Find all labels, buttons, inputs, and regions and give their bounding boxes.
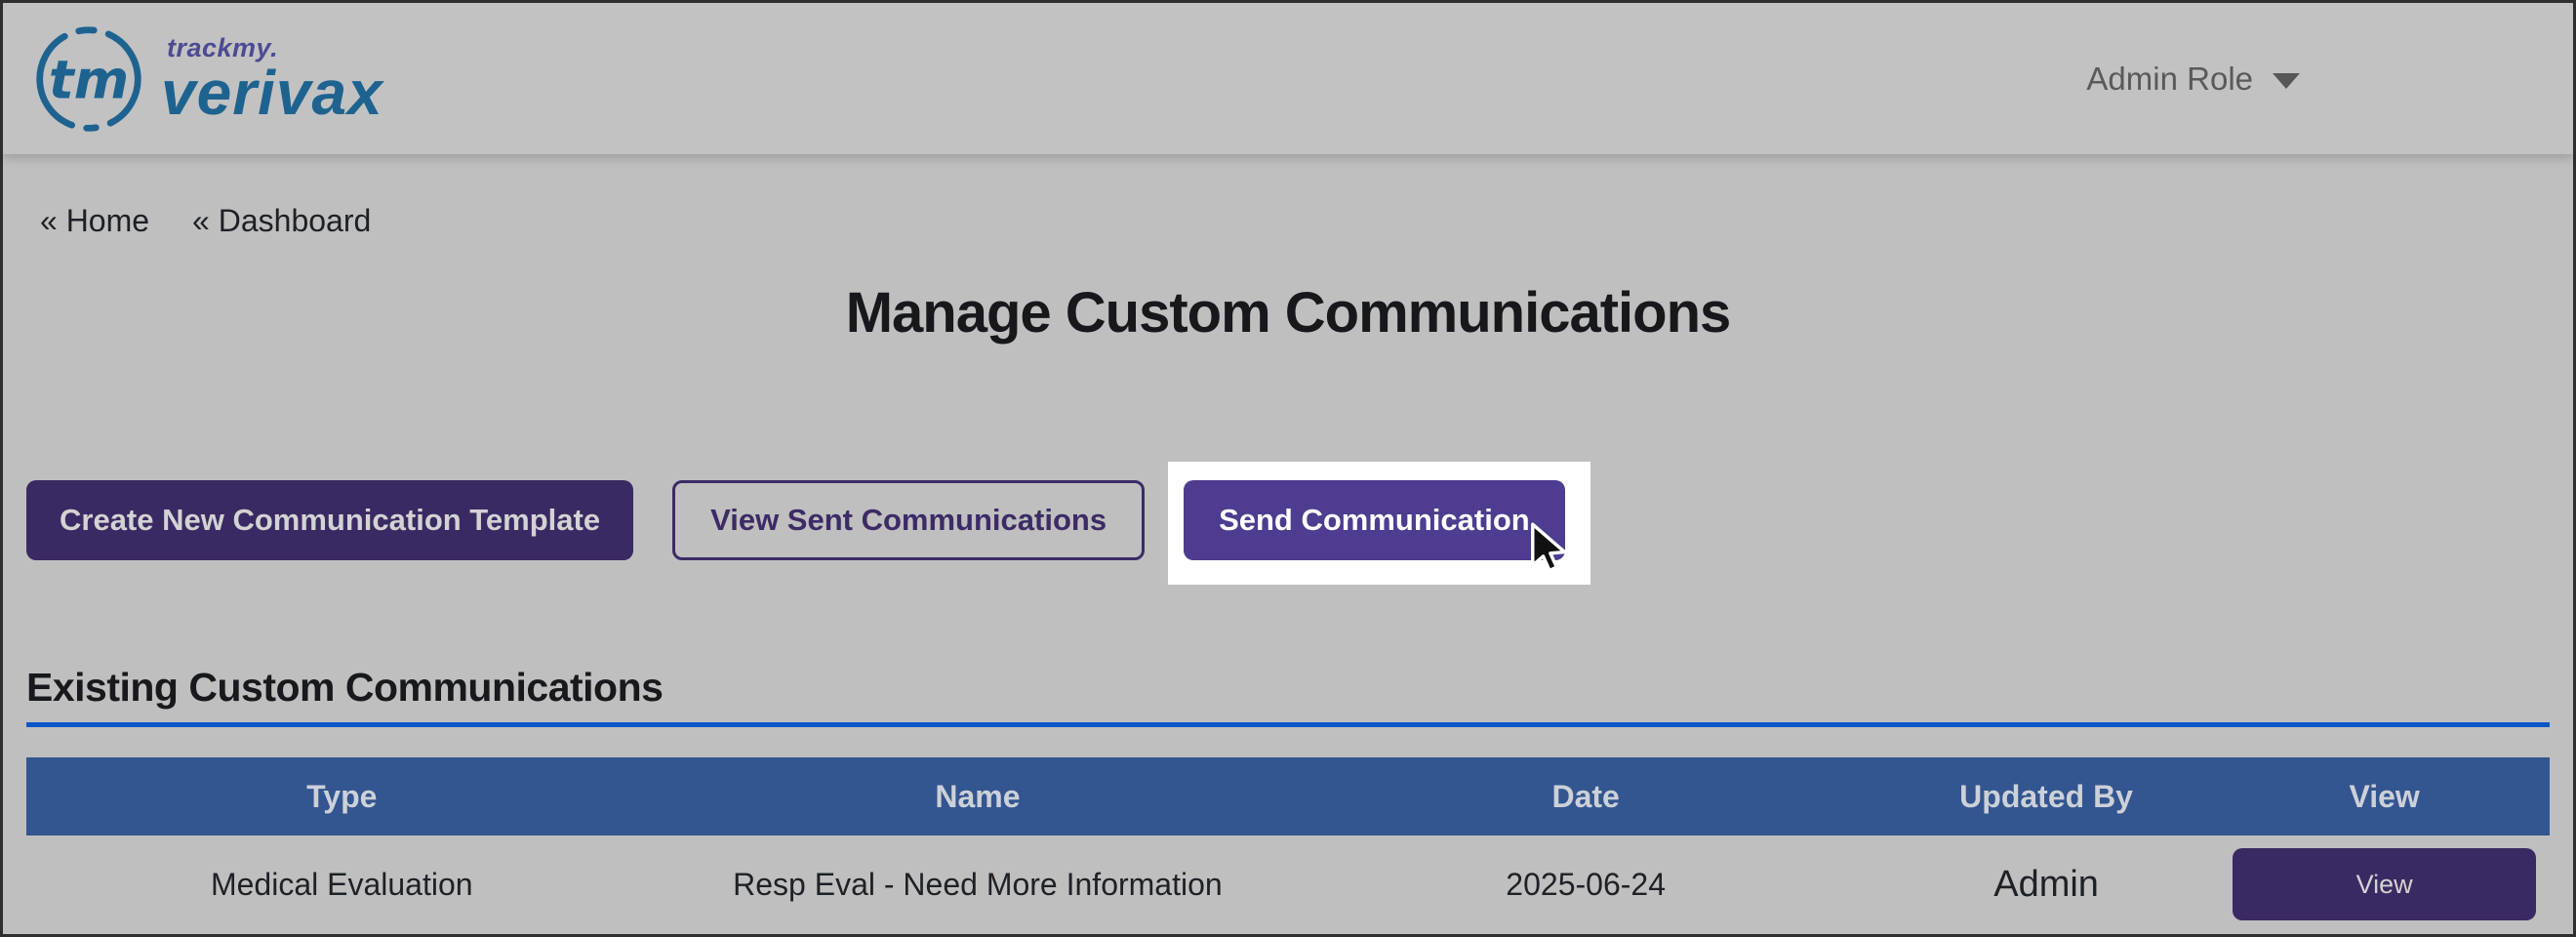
cell-type: Medical Evaluation bbox=[210, 866, 473, 902]
trackmy-monogram-icon: tm bbox=[36, 25, 141, 132]
section-divider bbox=[26, 722, 2550, 727]
view-sent-communications-button[interactable]: View Sent Communications bbox=[672, 480, 1146, 560]
cell-date: 2025-06-24 bbox=[1506, 866, 1666, 902]
send-communication-button[interactable]: Send Communication bbox=[1184, 480, 1565, 560]
table-row: Medical Evaluation Resp Eval - Need More… bbox=[26, 835, 2550, 933]
breadcrumb-home[interactable]: « Home bbox=[40, 203, 150, 238]
cell-name: Resp Eval - Need More Information bbox=[733, 866, 1223, 902]
breadcrumb-dashboard[interactable]: « Dashboard bbox=[192, 203, 372, 238]
column-header-type: Type bbox=[26, 757, 658, 835]
breadcrumb: « Home « Dashboard bbox=[26, 203, 2550, 239]
table-header: Type Name Date Updated By View bbox=[26, 757, 2550, 835]
create-template-button[interactable]: Create New Communication Template bbox=[26, 480, 634, 560]
section-heading: Existing Custom Communications bbox=[26, 665, 664, 710]
mouse-cursor-icon bbox=[1530, 522, 1566, 573]
brand-trackmy-label: trackmy. bbox=[167, 33, 279, 62]
brand-logo[interactable]: tm trackmy. verivax bbox=[32, 22, 383, 136]
send-communication-highlight: Send Communication bbox=[1168, 462, 1590, 585]
cell-view: View bbox=[2219, 835, 2550, 933]
main-content: « Home « Dashboard Manage Custom Communi… bbox=[3, 203, 2573, 933]
communications-table: Type Name Date Updated By View Medical E… bbox=[26, 757, 2550, 933]
action-button-row: Create New Communication Template View S… bbox=[26, 462, 2550, 585]
brand-wordmark: trackmy. verivax bbox=[161, 33, 383, 124]
page-title: Manage Custom Communications bbox=[845, 281, 1732, 345]
cell-updated-by: Admin bbox=[1993, 863, 2099, 905]
brand-verivax-label: verivax bbox=[161, 58, 383, 128]
column-header-date: Date bbox=[1298, 757, 1873, 835]
chevron-down-icon bbox=[2273, 72, 2300, 89]
top-navbar: tm trackmy. verivax Admin Role bbox=[3, 3, 2573, 154]
role-dropdown[interactable]: Admin Role bbox=[2086, 61, 2300, 98]
svg-text:tm: tm bbox=[49, 49, 129, 110]
role-dropdown-label: Admin Role bbox=[2086, 60, 2253, 97]
column-header-updated-by: Updated By bbox=[1872, 757, 2220, 835]
column-header-view: View bbox=[2219, 757, 2550, 835]
column-header-name: Name bbox=[657, 757, 1299, 835]
row-view-button[interactable]: View bbox=[2232, 848, 2537, 920]
